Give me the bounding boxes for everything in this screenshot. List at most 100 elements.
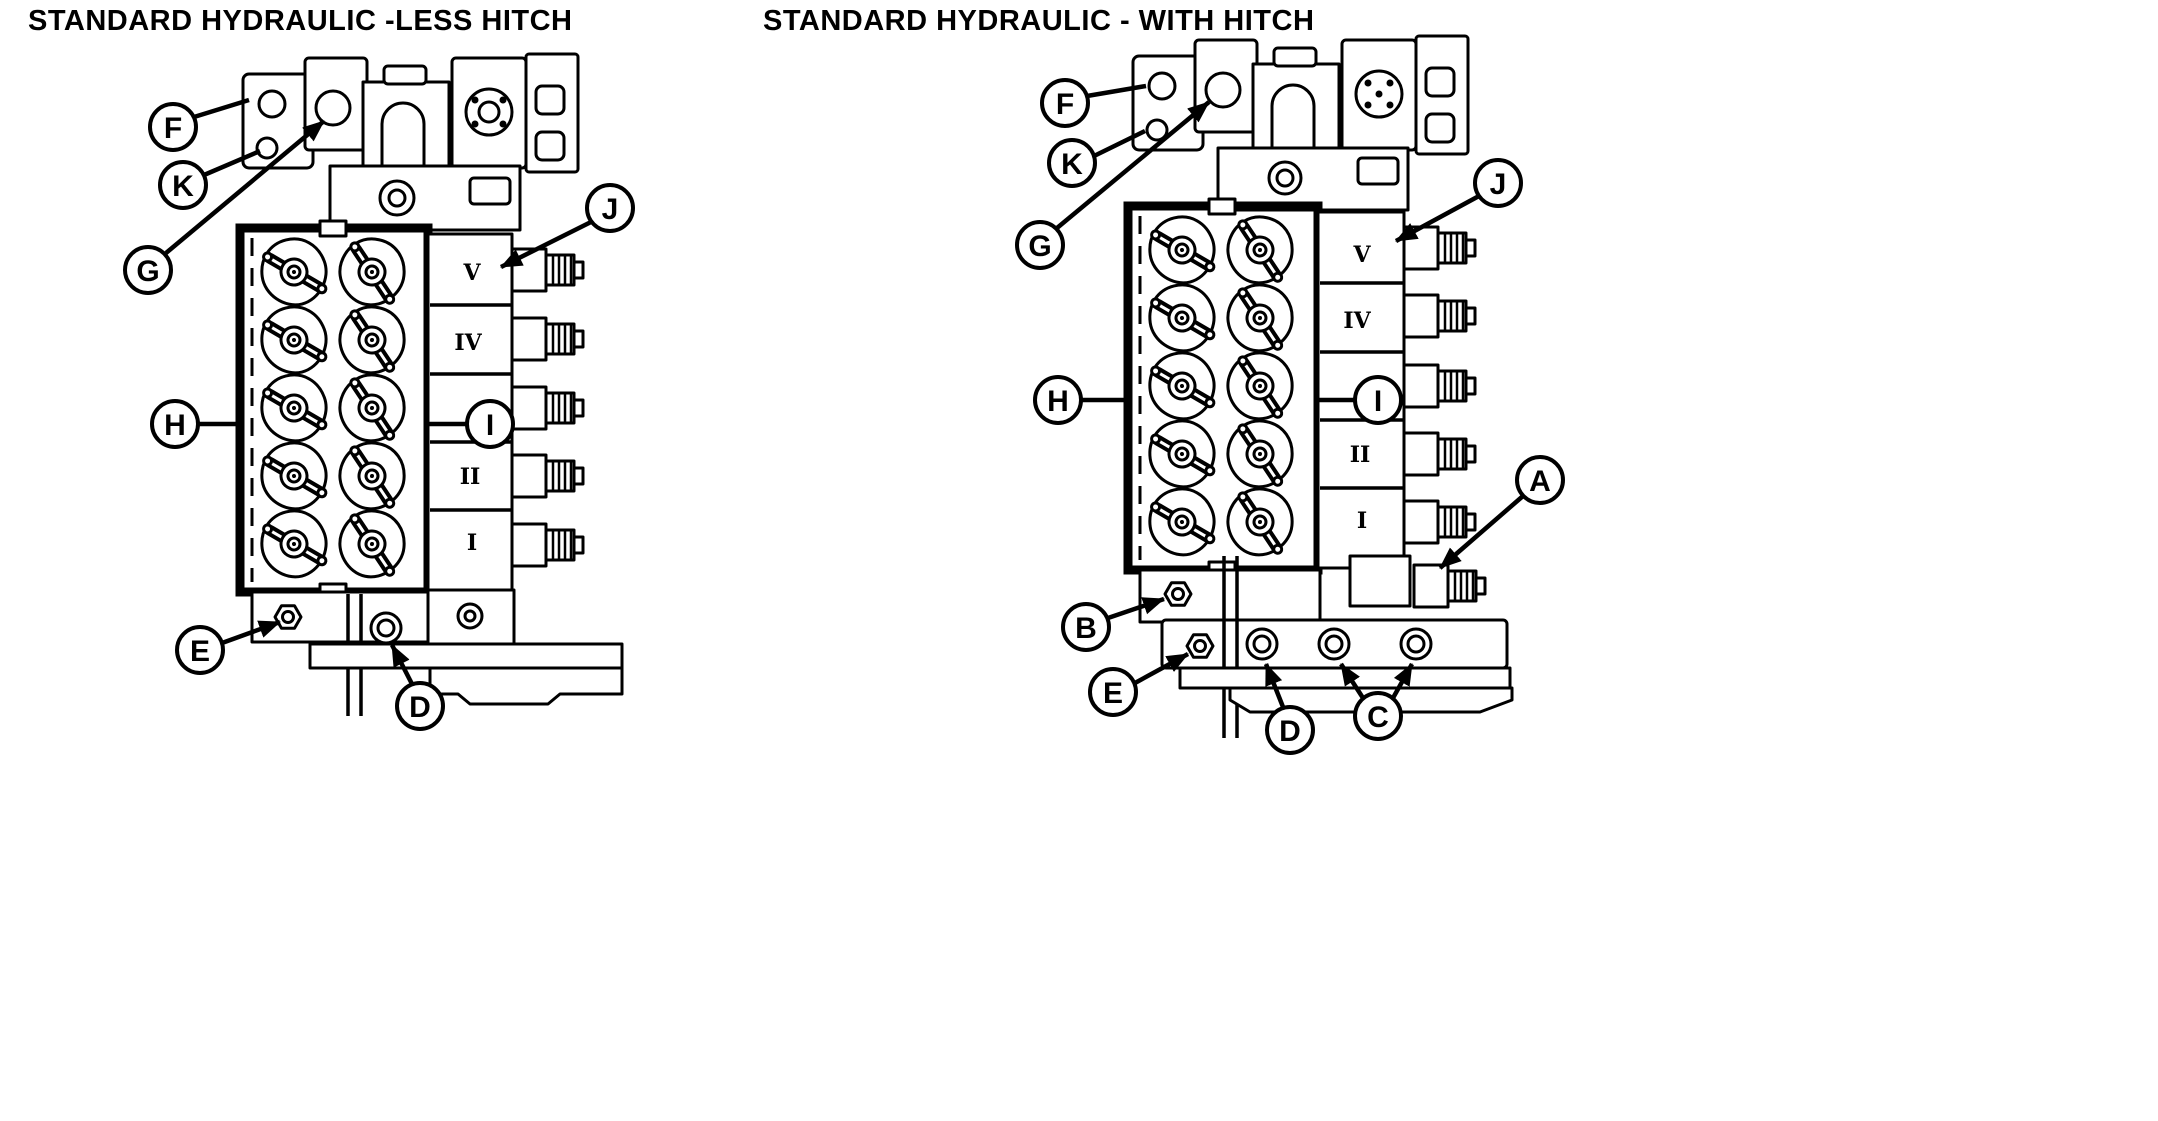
callout-circle (150, 399, 200, 449)
solenoid-valve (510, 453, 585, 499)
callout-k-right: K (1047, 128, 1146, 188)
callout-label: D (409, 691, 431, 724)
callout-circle (395, 681, 445, 731)
callout-d-right: D (1263, 663, 1315, 755)
callout-circle (1047, 138, 1097, 188)
callout-f-left: F (148, 97, 250, 152)
clamp-arch (380, 101, 426, 166)
callout-g-left: G (123, 119, 326, 295)
callout-label: B (1075, 612, 1097, 645)
valve-cap (334, 437, 411, 515)
callout-circle (1040, 78, 1090, 128)
valve-cap (255, 504, 333, 584)
valve-cap (1222, 279, 1299, 357)
callout-label: K (172, 170, 194, 203)
valve-cap (255, 368, 333, 448)
callout-circle (1353, 691, 1403, 741)
port-hole (255, 136, 279, 160)
valve-cap (1222, 483, 1299, 561)
callout-circle (1515, 455, 1565, 505)
section-label-ii: II (1350, 442, 1371, 468)
base-left (250, 588, 624, 716)
coupler-port (1399, 627, 1433, 661)
callout-g-right: G (1015, 100, 1211, 270)
section-label-iv: IV (1343, 308, 1371, 334)
callout-c-right: C (1339, 662, 1414, 741)
callout-circle (1088, 667, 1138, 717)
hex-bolt (1185, 633, 1215, 659)
callout-circle (175, 625, 225, 675)
solenoids-right (1348, 225, 1487, 609)
callout-circle (158, 160, 208, 210)
callout-label: J (602, 193, 619, 226)
coupler-port (1245, 627, 1279, 661)
valve-cap (1143, 346, 1221, 426)
valve-cap (1222, 415, 1299, 493)
callout-label: F (1056, 88, 1074, 121)
assembly-with-hitch: STANDARD HYDRAULIC - WITH HITCH (763, 5, 1565, 755)
box-notch-top (318, 219, 348, 238)
arrow-line (389, 643, 415, 686)
arrow-line (1339, 662, 1365, 700)
callout-label: G (1028, 230, 1051, 263)
leader-line (203, 148, 261, 178)
callout-a-right: A (1438, 455, 1565, 570)
callout-circle (1033, 375, 1083, 425)
callout-circle (1015, 220, 1065, 270)
callout-label: K (1061, 148, 1083, 181)
callout-h-left: H (150, 399, 240, 449)
callout-i-left: I (428, 399, 515, 449)
callout-circle (1473, 158, 1523, 208)
valve-cap (255, 232, 333, 312)
arrow-line (1055, 100, 1211, 230)
section-label-i: I (1357, 508, 1367, 534)
solenoid-valve (510, 522, 585, 568)
callout-label: G (136, 255, 159, 288)
port-hole (257, 89, 287, 119)
callout-k-left: K (158, 148, 261, 210)
arrow-line (499, 219, 593, 270)
valve-cap (255, 300, 333, 380)
port-hole (1145, 118, 1169, 142)
solenoid-valve (510, 316, 585, 362)
section-label-iv: IV (454, 330, 482, 356)
callout-circle (465, 399, 515, 449)
valve-caps-left (255, 232, 411, 584)
valve-cap (1143, 482, 1221, 562)
section-label-ii: II (460, 464, 481, 490)
port-hole-large (314, 89, 352, 127)
top-plates-right (1131, 34, 1470, 156)
valve-cap (1222, 347, 1299, 425)
solenoid-bracket (1348, 554, 1412, 608)
base-slab (428, 666, 624, 706)
valve-cap (1143, 414, 1221, 494)
valve-cap (334, 505, 411, 583)
callout-h-right: H (1033, 375, 1128, 425)
callout-i-right: I (1318, 375, 1403, 425)
valve-cap (334, 301, 411, 379)
port-hole (1147, 71, 1177, 101)
arrow-line (1107, 596, 1165, 621)
callout-label: H (1047, 385, 1069, 418)
arrow-line (1133, 652, 1190, 685)
valve-cap (1143, 210, 1221, 290)
callout-e-right: E (1088, 652, 1190, 717)
section-label-i: I (467, 530, 477, 556)
port-hole-large (1204, 71, 1242, 109)
callout-circle (585, 183, 635, 233)
arrow-line (1438, 494, 1525, 570)
callout-b-right: B (1061, 596, 1165, 652)
callout-d-left: D (389, 643, 445, 731)
section-label-v: V (462, 260, 481, 286)
base-rail (308, 642, 624, 670)
callout-label: J (1490, 168, 1507, 201)
callout-label: C (1367, 701, 1389, 734)
solenoid-valve (510, 385, 585, 431)
solenoids-left (510, 247, 585, 568)
arrow-line (1391, 662, 1414, 700)
valve-cap (1143, 278, 1221, 358)
callout-circle (1265, 705, 1315, 755)
callout-label: E (190, 635, 210, 668)
